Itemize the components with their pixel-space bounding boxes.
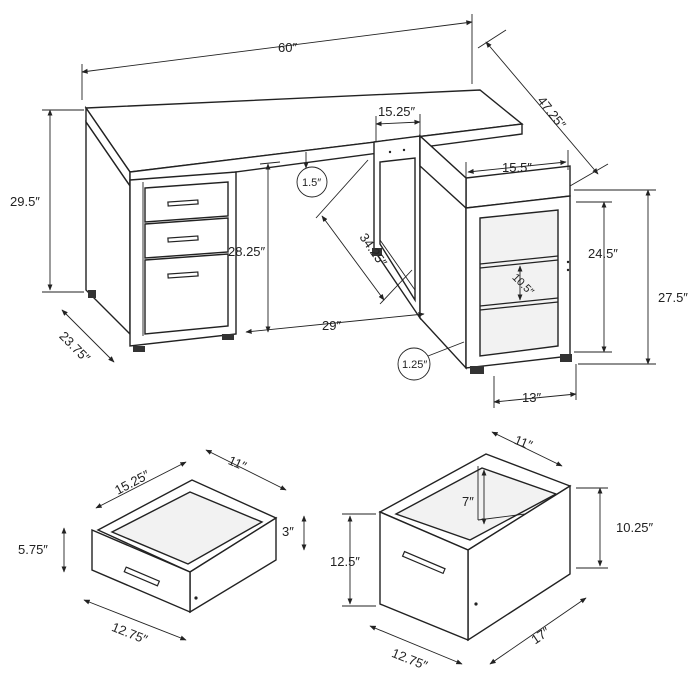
small-drawer-handle bbox=[123, 566, 161, 587]
label-shelf-unit-inner-height: 24.5″ bbox=[588, 246, 618, 261]
drawer-1-handle bbox=[167, 199, 199, 207]
label-knee-height: 28.25″ bbox=[228, 244, 266, 259]
label-shelf-unit-width: 15.5″ bbox=[502, 160, 532, 175]
label-pedestal-depth: 23.75″ bbox=[56, 328, 93, 365]
label-return-top-width: 15.25″ bbox=[378, 104, 416, 119]
label-file-drawer-front-width: 12.75″ bbox=[390, 645, 430, 673]
pedestal-foot-left bbox=[133, 346, 145, 352]
label-small-drawer-inner-height: 3″ bbox=[282, 524, 294, 539]
label-knee-width: 29″ bbox=[322, 318, 341, 333]
label-file-drawer-inner-height: 7″ bbox=[462, 494, 474, 509]
pedestal-foot-right bbox=[222, 334, 234, 340]
label-top-thickness: 1.5″ bbox=[302, 177, 321, 189]
label-file-drawer-side-height: 10.25″ bbox=[616, 520, 654, 535]
label-leg-height: 1.25″ bbox=[402, 359, 427, 371]
file-drawer-illustration bbox=[378, 453, 572, 642]
label-file-drawer-depth: 17″ bbox=[528, 624, 553, 647]
shelf-1 bbox=[479, 255, 559, 265]
desk-dimension-lines bbox=[42, 14, 656, 408]
label-small-drawer-front-height: 5.75″ bbox=[18, 542, 48, 557]
label-small-drawer-width: 11″ bbox=[226, 453, 249, 474]
label-desk-width: 60″ bbox=[278, 40, 297, 55]
drawer-3-handle bbox=[167, 271, 199, 279]
shelf-2 bbox=[479, 297, 559, 307]
label-shelf-unit-height: 27.5″ bbox=[658, 290, 688, 305]
label-file-drawer-width: 11″ bbox=[512, 432, 535, 453]
desk-illustration bbox=[84, 89, 572, 374]
drawer-2-handle bbox=[167, 235, 199, 243]
label-file-drawer-front-height: 12.5″ bbox=[330, 554, 360, 569]
small-drawer-illustration bbox=[91, 479, 278, 614]
file-drawer-dimensions: 11″ 7″ 10.25″ 12.5″ 12.75″ 17″ bbox=[330, 431, 654, 673]
file-drawer-front bbox=[379, 510, 469, 642]
small-drawer-front bbox=[91, 528, 191, 614]
shelf-foot-right bbox=[560, 354, 572, 362]
file-drawer-handle bbox=[401, 550, 446, 575]
label-desk-depth: 47.25″ bbox=[534, 93, 569, 132]
label-small-drawer-depth: 15.25″ bbox=[112, 467, 152, 498]
label-desk-height: 29.5″ bbox=[10, 194, 40, 209]
label-shelf-unit-depth: 13″ bbox=[522, 390, 541, 405]
shelf-foot-left bbox=[470, 366, 484, 374]
drawer-3-front bbox=[144, 253, 229, 335]
